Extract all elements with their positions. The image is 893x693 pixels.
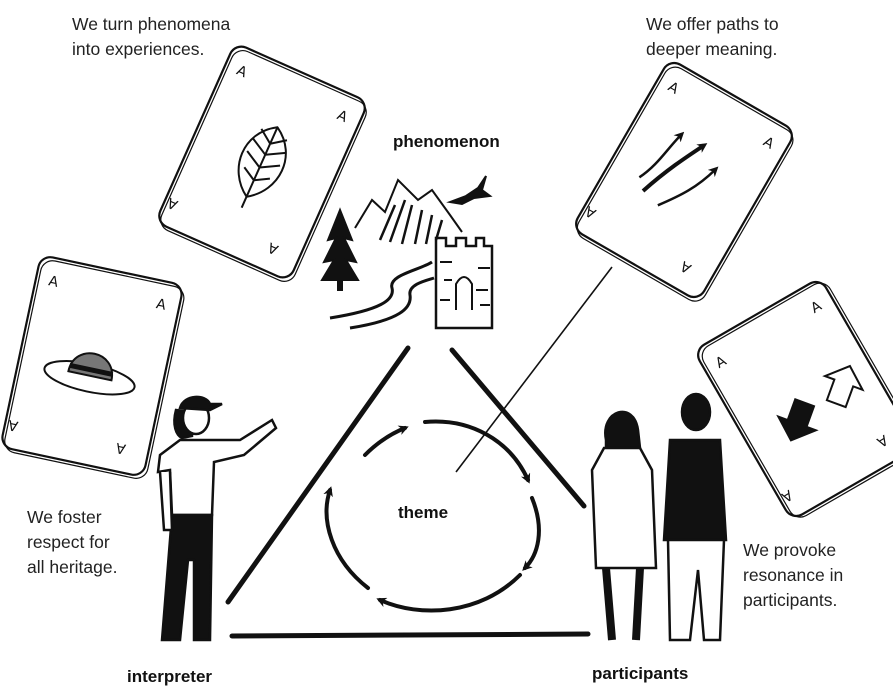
mountains-icon <box>354 178 463 233</box>
interpreter-pants <box>160 513 214 642</box>
pine-tree-icon <box>320 207 360 291</box>
leaf-icon <box>237 126 288 209</box>
triangle-left-edge <box>225 345 411 605</box>
phenomenon-landscape-illustration <box>320 175 494 330</box>
participant-man-shirt <box>662 438 728 542</box>
triangle-base <box>229 631 591 639</box>
label-participants: participants <box>592 664 689 683</box>
castle-tower-icon <box>434 236 494 330</box>
caption-left: We foster respect for all heritage. <box>27 507 118 577</box>
card-corner-letter: A <box>114 439 127 457</box>
label-theme: theme <box>398 503 449 522</box>
pointer-line <box>455 266 613 473</box>
card-leaf: A A A A <box>158 45 367 282</box>
cycle-arrow-5 <box>323 486 370 590</box>
participant-man-pants <box>666 538 726 642</box>
cycle-arrow-1 <box>363 425 409 457</box>
cycle-arrow-2 <box>423 419 531 484</box>
participants-figures <box>590 392 728 642</box>
triangle-right-edge <box>449 347 587 509</box>
card-corner-letter: A <box>6 416 19 434</box>
caption-top-left: We turn phenomena into experiences. <box>72 14 231 59</box>
card-corner-letter: A <box>47 273 60 291</box>
card-corner-letter: A <box>155 296 168 314</box>
participant-man-head <box>680 392 712 432</box>
mountain-shading <box>378 199 444 245</box>
cap-icon <box>178 395 223 412</box>
participant-woman-hair <box>604 410 642 450</box>
interpreter-arm <box>158 471 174 532</box>
participant-woman-dress <box>590 446 658 570</box>
ranger-hat-icon <box>43 352 136 396</box>
river-path <box>329 260 435 330</box>
participant-woman-legs <box>602 567 644 641</box>
caption-right: We provoke resonance in participants. <box>743 540 844 610</box>
card-exchange: A A A A <box>697 280 893 518</box>
theme-cycle-arrows <box>323 419 541 613</box>
cycle-arrow-4 <box>376 573 522 613</box>
cycle-arrow-3 <box>522 496 541 571</box>
arrows-icon <box>638 131 719 207</box>
interpreter-figure <box>156 395 278 642</box>
interpreter-shirt <box>156 418 278 517</box>
arrow-exchange-icon <box>776 364 865 442</box>
bird-icon <box>446 175 493 206</box>
card-ranger-hat: A A A A <box>1 256 185 479</box>
label-phenomenon: phenomenon <box>393 132 500 151</box>
label-interpreter: interpreter <box>127 667 213 686</box>
card-arrows: A A A A <box>575 61 794 302</box>
caption-top-right: We offer paths to deeper meaning. <box>646 14 779 59</box>
